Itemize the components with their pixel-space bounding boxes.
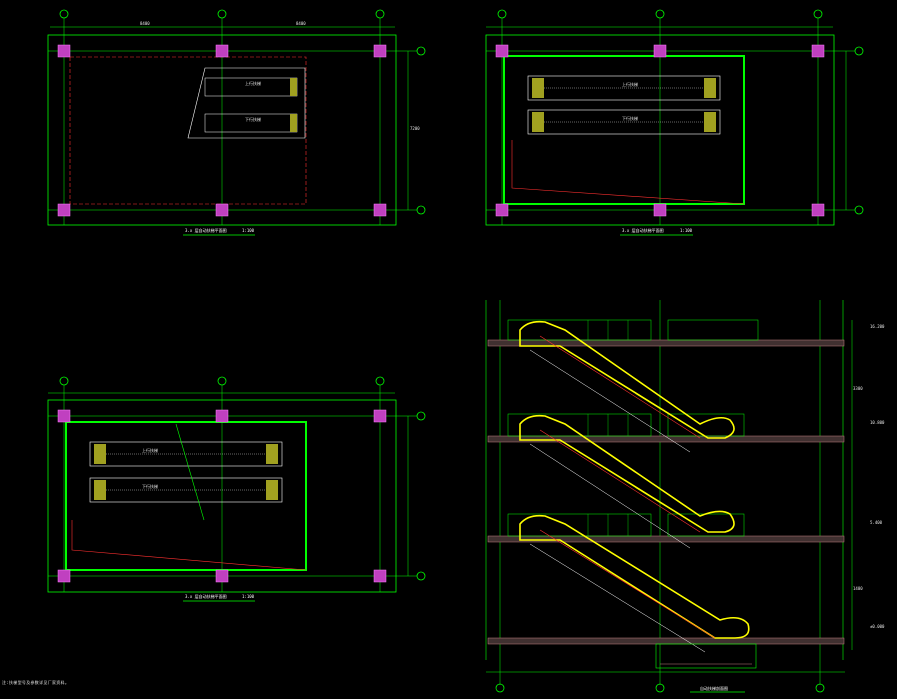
axis-bubble-B <box>854 46 864 56</box>
panel-scale: 1:100 <box>242 594 255 599</box>
axis-bubble-3 <box>813 9 823 19</box>
level-label: ±0.000 <box>870 624 885 629</box>
axis-bubble-A <box>416 205 426 215</box>
column <box>373 44 387 58</box>
column <box>215 409 229 423</box>
panel-scale: 1:100 <box>680 228 693 233</box>
axis-bubble-3 <box>375 376 385 386</box>
column <box>653 44 667 58</box>
column <box>495 44 509 58</box>
escalator-pit <box>655 643 757 669</box>
axis-bubble-A <box>416 571 426 581</box>
column <box>57 569 71 583</box>
axis-bubble-1 <box>495 683 505 693</box>
column <box>215 44 229 58</box>
column <box>811 44 825 58</box>
level-label: 10.800 <box>870 420 885 425</box>
axis-bubble-A <box>854 205 864 215</box>
axis-bubble-B <box>416 411 426 421</box>
dim-label: 8400 <box>296 21 306 26</box>
panel-caption: 3.x 层自动扶梯平面图 <box>185 227 227 233</box>
axis-bubble-2 <box>655 683 665 693</box>
column <box>57 203 71 217</box>
column <box>811 203 825 217</box>
escalator-label-down: 下行扶梯 <box>142 483 158 489</box>
escalator-label-down: 下行扶梯 <box>245 116 261 122</box>
plan-panel-2: 上行扶梯 下行扶梯 3.x 层自动扶梯平面图 1:100 <box>485 9 864 236</box>
column <box>653 203 667 217</box>
panel-caption: 3.x 层自动扶梯平面图 <box>622 227 664 233</box>
column <box>57 44 71 58</box>
dim-label: 8400 <box>140 21 150 26</box>
panel-caption: 3.x 层自动扶梯平面图 <box>185 593 227 599</box>
dim-label: 3300 <box>853 386 863 391</box>
column <box>215 203 229 217</box>
axis-bubble-1 <box>497 9 507 19</box>
column <box>373 409 387 423</box>
escalator-label-up: 上行扶梯 <box>142 447 158 453</box>
escalator-section-2 <box>519 414 735 549</box>
axis-bubble-2 <box>217 376 227 386</box>
level-label: 5.400 <box>870 520 883 525</box>
escalator-section-3 <box>519 514 750 653</box>
section-panel: 16.200 10.800 5.400 ±0.000 3300 1400 自动扶… <box>485 300 885 693</box>
panel-caption: 自动扶梯剖面图 <box>700 685 728 691</box>
axis-bubble-3 <box>815 683 825 693</box>
dim-label: 7200 <box>410 126 420 131</box>
plan-panel-1: 8400 8400 7200 上行扶梯 下行扶梯 3.x 层自动扶梯平面图 1:… <box>47 9 426 236</box>
dim-label: 1400 <box>853 586 863 591</box>
escalator-label-down: 下行扶梯 <box>622 115 638 121</box>
axis-bubble-1 <box>59 9 69 19</box>
axis-bubble-2 <box>655 9 665 19</box>
axis-bubble-1 <box>59 376 69 386</box>
footnote: 注:扶梯型号及参数详见厂家资料。 <box>2 680 70 685</box>
axis-bubble-B <box>416 46 426 56</box>
column <box>57 409 71 423</box>
axis-bubble-2 <box>217 9 227 19</box>
level-label: 16.200 <box>870 324 885 329</box>
escalator-label-up: 上行扶梯 <box>622 81 638 87</box>
column <box>373 203 387 217</box>
escalator-label-up: 上行扶梯 <box>245 80 261 86</box>
panel-scale: 1:100 <box>242 228 255 233</box>
railing-boxes <box>507 319 759 537</box>
plan-panel-3: 上行扶梯 下行扶梯 3.x 层自动扶梯平面图 1:100 <box>47 376 426 602</box>
floor-slabs <box>487 339 845 645</box>
column <box>215 569 229 583</box>
escalator-section-1 <box>519 320 735 453</box>
column <box>495 203 509 217</box>
axis-bubble-3 <box>375 9 385 19</box>
column <box>373 569 387 583</box>
